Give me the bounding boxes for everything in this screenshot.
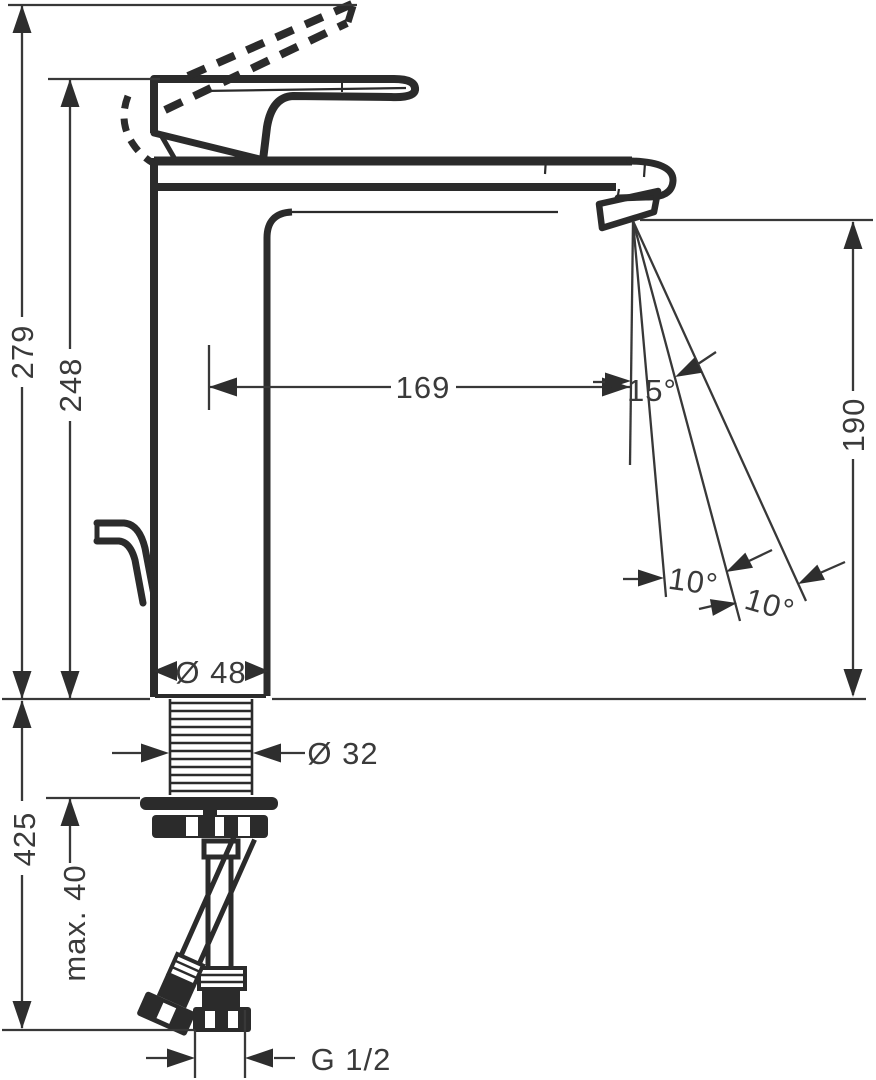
hose-band	[197, 966, 247, 991]
dimension-connection-thread: G 1/2	[146, 1042, 392, 1077]
arrowhead-left	[675, 357, 703, 377]
angle-arrow-tail	[698, 604, 713, 611]
dimension-spout-height: 248	[53, 79, 88, 699]
lever-detail-line	[201, 86, 407, 93]
flange-tab	[203, 810, 217, 816]
raised-lever-bottom-line	[163, 19, 349, 114]
shank-threads	[170, 701, 252, 793]
arrowhead-up	[12, 700, 32, 728]
thread-extension-lines	[193, 1010, 247, 1078]
arrowhead-right	[141, 743, 169, 763]
angle-arrow-tail	[748, 548, 773, 563]
lever-neck-edge	[150, 129, 272, 165]
hose-block	[156, 973, 196, 1009]
aerator	[595, 187, 662, 232]
pop-up-rod-lever	[93, 519, 158, 607]
jet-line-5deg	[631, 220, 668, 598]
hose-band-lines	[199, 973, 245, 984]
dim-base-diameter-label: Ø 48	[175, 655, 246, 690]
dim-hose-length-label: 425	[7, 812, 42, 867]
reference-lines	[2, 3, 873, 1078]
flange-washer	[140, 797, 278, 810]
arrowhead-left	[209, 377, 237, 397]
shank-sides	[168, 699, 254, 795]
arrowhead-down	[60, 671, 80, 699]
jet-line-25deg	[631, 220, 808, 602]
mounting-nut	[152, 815, 268, 838]
jet-angle-label: 15°	[627, 373, 677, 408]
arrowhead-right	[167, 1048, 195, 1068]
dimension-shank-diameter: Ø 32	[112, 736, 378, 771]
arrowhead-up	[843, 221, 863, 249]
arrowhead-down	[12, 671, 32, 699]
supply-hose-angled	[137, 830, 257, 1036]
arrowhead-left	[245, 1048, 273, 1068]
hose-walls	[178, 830, 257, 965]
hose-end-nut-slot	[205, 1011, 215, 1028]
dimension-hose-length: 425	[7, 700, 42, 1029]
faucet-body	[150, 75, 677, 698]
arrowhead-right	[638, 569, 664, 587]
arrowhead-up	[60, 79, 80, 107]
hose-block	[202, 989, 240, 1009]
dimension-base-diameter: Ø 48	[153, 655, 269, 690]
mounting-flange	[140, 797, 278, 816]
dim-overall-height-label: 279	[5, 325, 40, 380]
dim-spout-reach-label: 169	[396, 370, 451, 405]
hose-end-nut	[193, 1007, 251, 1032]
jet-adjust-left-label: 10°	[666, 561, 720, 603]
jet-line-15deg	[631, 220, 742, 622]
nut-slot	[238, 817, 250, 836]
angle-arrow-tail	[697, 351, 717, 365]
jet-line-vertical	[628, 220, 635, 466]
dimension-max-mounting-thickness: max. 40	[57, 798, 92, 982]
nut-slot	[186, 817, 198, 836]
arrowhead-up	[60, 798, 80, 826]
supply-hose-vertical	[193, 838, 251, 1032]
column-right-edge	[263, 208, 293, 696]
dim-shank-diameter-label: Ø 32	[307, 736, 378, 771]
hose-band-lines	[171, 959, 201, 980]
arrowhead-left	[798, 564, 826, 584]
spray-angle-annotation: 15° 10° 10°	[593, 220, 846, 629]
nut-body	[152, 815, 268, 838]
pop-up-lever-outer	[93, 519, 158, 599]
arrowhead-up	[12, 5, 32, 33]
lever-handle	[150, 75, 419, 164]
dim-connection-thread-label: G 1/2	[311, 1042, 392, 1077]
arrowhead-left	[153, 661, 177, 681]
hose-end-nut-slot	[228, 1011, 238, 1028]
dimension-overall-height: 279	[5, 5, 40, 699]
hose-end-nut-slot	[156, 1002, 177, 1024]
lever-handle-raised-dashed	[120, 0, 357, 167]
raised-lever-tip	[344, 4, 357, 24]
arrowhead-down	[843, 669, 863, 697]
arrowhead-left	[253, 743, 281, 763]
arrowhead-left	[726, 552, 754, 572]
arrowhead-down	[12, 1001, 32, 1029]
angle-arrow-tail	[819, 560, 846, 575]
dim-spout-height-label: 248	[53, 358, 88, 413]
nut-slot	[215, 817, 224, 836]
dim-outlet-height-label: 190	[836, 398, 871, 453]
arrowhead-right	[605, 372, 631, 390]
threaded-shank	[168, 699, 254, 795]
dim-max-mounting-thickness-label: max. 40	[57, 864, 92, 981]
arrowhead-right	[245, 661, 269, 681]
pop-up-lever-inner	[93, 537, 147, 607]
arrowhead-right	[709, 599, 737, 616]
raised-lever-pivot-arc	[120, 94, 155, 167]
dimension-outlet-height: 190	[836, 221, 871, 697]
